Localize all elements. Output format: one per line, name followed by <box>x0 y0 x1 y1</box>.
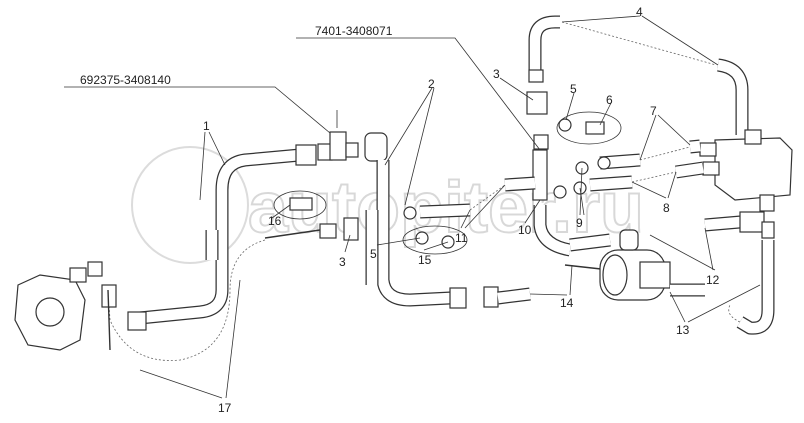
part-code-7401-3408071: 7401-3408071 <box>315 24 393 38</box>
callout-17: 17 <box>218 401 232 415</box>
callout-3-upper: 3 <box>493 67 500 81</box>
callout-leaders <box>139 15 761 399</box>
hose-2 <box>365 160 531 309</box>
callout-15: 15 <box>418 253 432 267</box>
valve-692375 <box>317 110 388 162</box>
distribution-valve-block <box>699 129 793 212</box>
callout-8: 8 <box>663 201 670 215</box>
callout-11: 11 <box>455 231 468 245</box>
callout-4: 4 <box>636 5 643 19</box>
hose-17 <box>101 217 359 361</box>
callout-10: 10 <box>518 223 532 237</box>
callout-5-upper: 5 <box>570 82 577 96</box>
callout-12: 12 <box>706 273 720 287</box>
callout-14: 14 <box>560 296 574 310</box>
steering-pump <box>564 229 705 301</box>
callout-5-lower: 5 <box>370 247 377 261</box>
callout-16: 16 <box>268 214 282 228</box>
callout-13: 13 <box>676 323 690 337</box>
inset-5-6 <box>556 111 622 145</box>
pipes-12-13 <box>704 211 775 335</box>
part-code-692375-3408140: 692375-3408140 <box>80 73 171 87</box>
tee-fitting-assembly <box>403 91 572 257</box>
callout-9: 9 <box>576 216 583 230</box>
pipe-4 <box>528 15 749 135</box>
callout-3-lower: 3 <box>339 255 346 269</box>
callout-1: 1 <box>203 119 210 133</box>
pipes-7-8 <box>553 139 704 199</box>
hose-1 <box>127 144 317 331</box>
callout-7: 7 <box>650 104 657 118</box>
hydraulic-pump <box>14 261 111 351</box>
callout-2: 2 <box>428 77 435 91</box>
callout-6: 6 <box>606 93 613 107</box>
